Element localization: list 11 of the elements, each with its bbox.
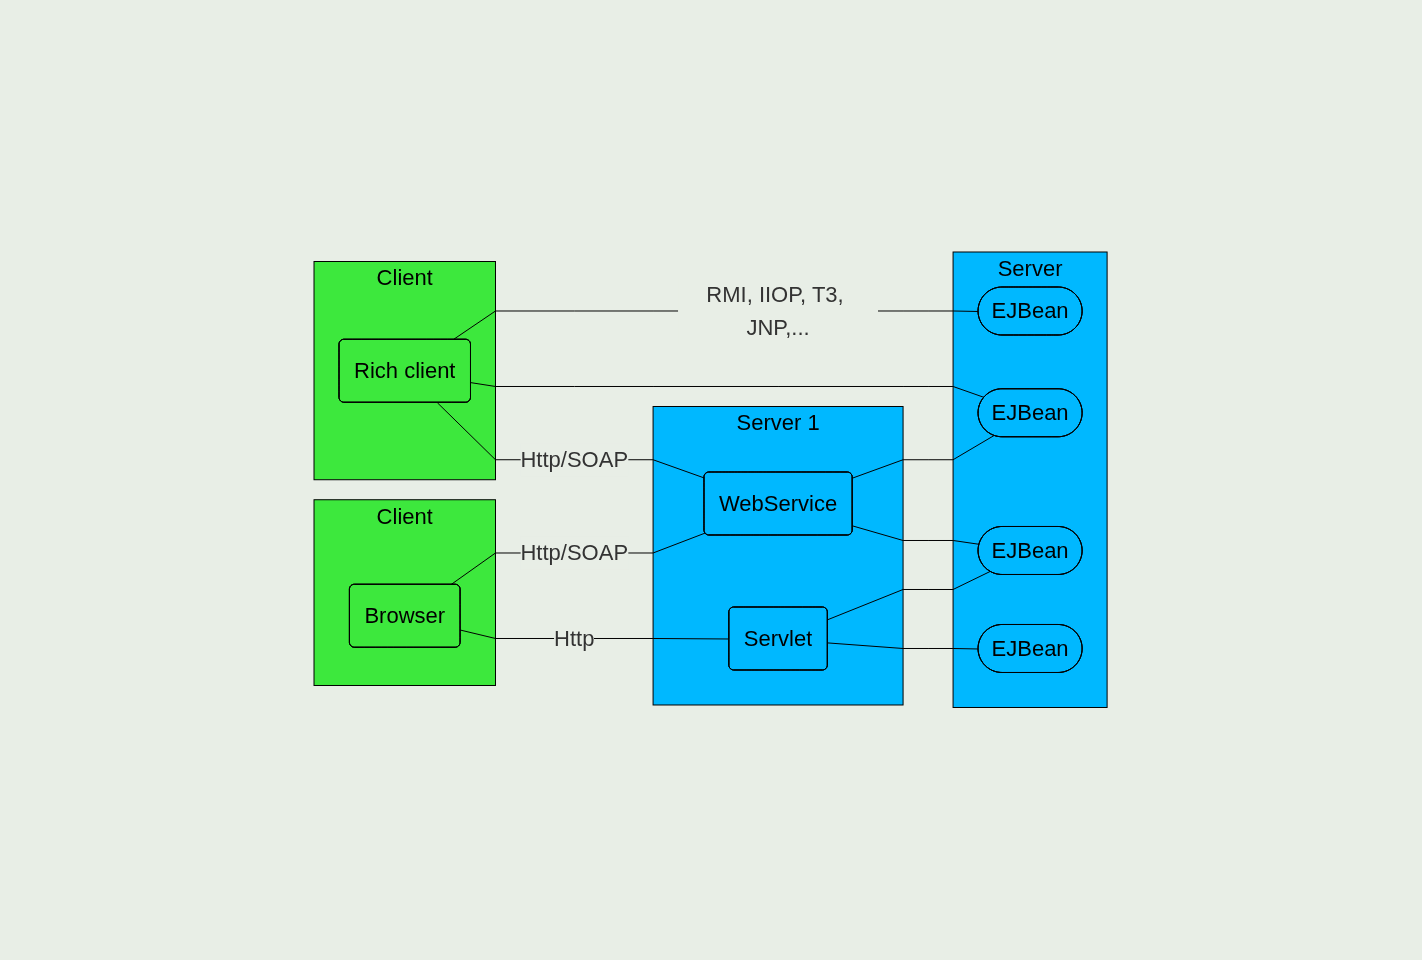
edge-label: Http xyxy=(554,626,595,652)
connector xyxy=(827,571,992,621)
connector xyxy=(450,532,707,586)
connector xyxy=(852,525,981,546)
edge-label: Http/SOAP xyxy=(520,540,629,566)
edge-label: Http/SOAP xyxy=(520,447,629,473)
connector xyxy=(437,402,706,479)
connector xyxy=(852,435,995,479)
connector xyxy=(470,382,986,399)
connector xyxy=(827,642,980,650)
edge-label: RMI, IIOP, T3, JNP,... xyxy=(706,282,845,341)
